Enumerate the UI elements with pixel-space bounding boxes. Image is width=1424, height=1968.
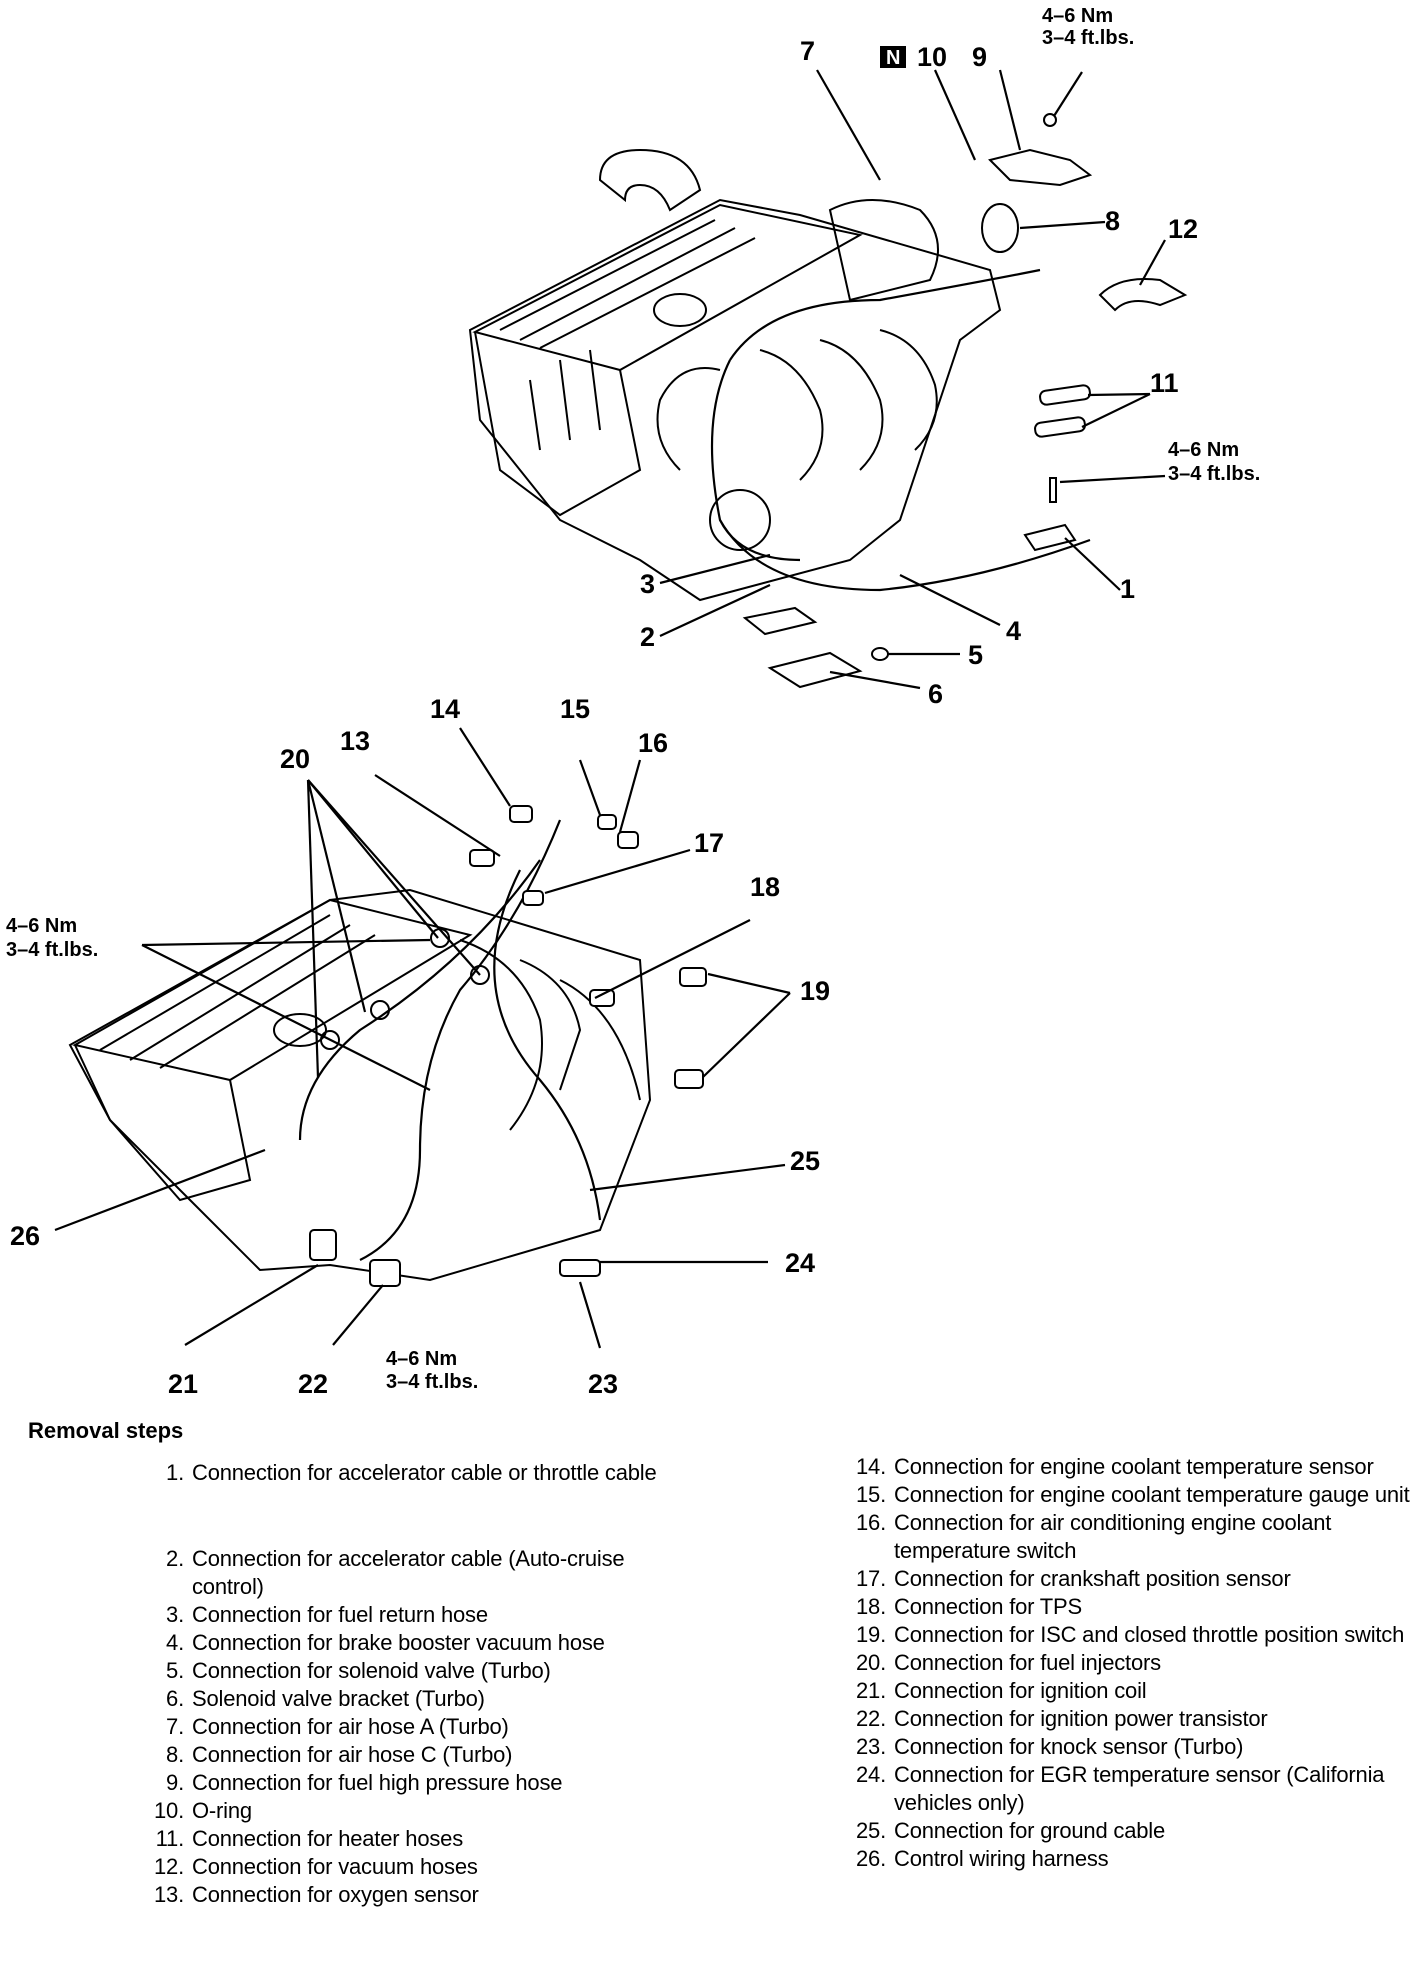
svg-text:3–4 ft.lbs.: 3–4 ft.lbs. [386, 1371, 478, 1393]
callout-24: 24 [785, 1248, 815, 1278]
removal-step: 23.Connection for knock sensor (Turbo) [856, 1734, 1244, 1759]
fuel-high-pressure-hose-part [988, 148, 1093, 187]
svg-text:3–4 ft.lbs.: 3–4 ft.lbs. [1042, 27, 1134, 49]
removal-step: 12.Connection for vacuum hoses [154, 1854, 478, 1879]
removal-step: 25.Connection for ground cable [856, 1818, 1166, 1843]
removal-step: 6.Solenoid valve bracket (Turbo) [166, 1686, 485, 1711]
callout-26: 26 [10, 1221, 40, 1251]
removal-step: 9.Connection for fuel high pressure hose [166, 1770, 563, 1795]
callout-19: 19 [800, 976, 830, 1006]
top-loose-parts [598, 113, 1188, 689]
callout-4: 4 [1006, 616, 1021, 646]
svg-text:4–6 Nm: 4–6 Nm [6, 915, 77, 937]
callout-5: 5 [968, 640, 983, 670]
removal-step: 17.Connection for crankshaft position se… [856, 1566, 1291, 1591]
heater-hose-part-1 [1039, 384, 1091, 406]
removal-step: 14.Connection for engine coolant tempera… [856, 1454, 1374, 1479]
svg-text:3–4 ft.lbs.: 3–4 ft.lbs. [6, 939, 98, 961]
removal-step: 2.Connection for accelerator cable (Auto… [166, 1546, 625, 1599]
top-leader-lines [659, 69, 1166, 690]
svg-text:3–4 ft.lbs.: 3–4 ft.lbs. [1168, 463, 1260, 485]
callout-17: 17 [694, 828, 724, 858]
callout-labels: 1 2 3 4 5 6 7 8 9 10 11 12 13 14 15 16 1… [10, 36, 1198, 1399]
callout-9: 9 [972, 42, 987, 72]
callout-7: 7 [800, 36, 815, 66]
removal-step: 18.Connection for TPS [856, 1594, 1082, 1619]
removal-step: 11.Connection for heater hoses [155, 1826, 464, 1851]
removal-step: 8.Connection for air hose C (Turbo) [166, 1742, 513, 1767]
svg-text:N: N [886, 47, 900, 69]
removal-step: 15.Connection for engine coolant tempera… [856, 1482, 1410, 1507]
torque-spec-top-right: 4–6 Nm 3–4 ft.lbs. [1042, 5, 1134, 49]
torque-spec-bottom: 4–6 Nm 3–4 ft.lbs. [386, 1348, 478, 1393]
removal-step: 20.Connection for fuel injectors [856, 1650, 1161, 1675]
bottom-engine-illustration [68, 805, 707, 1287]
bottom-leader-lines [54, 727, 791, 1349]
removal-step: 7.Connection for air hose A (Turbo) [166, 1714, 509, 1739]
removal-step: 19.Connection for ISC and closed throttl… [856, 1622, 1405, 1647]
svg-text:4–6 Nm: 4–6 Nm [386, 1348, 457, 1370]
removal-steps-list-left: 1.Connection for accelerator cable or th… [140, 1459, 700, 1909]
removal-step: 24.Connection for EGR temperature sensor… [856, 1762, 1385, 1815]
callout-25: 25 [790, 1146, 820, 1176]
callout-18: 18 [750, 872, 780, 902]
solenoid-bracket-part [767, 651, 863, 689]
callout-6: 6 [928, 679, 943, 709]
callout-8: 8 [1105, 206, 1120, 236]
air-hose-a-part [598, 148, 702, 212]
throttle-cable-bracket-part [1023, 523, 1077, 552]
removal-step: 22.Connection for ignition power transis… [856, 1706, 1268, 1731]
removal-steps-title: Removal steps [28, 1418, 184, 1443]
air-hose-c-part [981, 203, 1019, 253]
torque-spec-left: 4–6 Nm 3–4 ft.lbs. [6, 915, 98, 961]
callout-3: 3 [640, 569, 655, 599]
removal-step: 21.Connection for ignition coil [856, 1678, 1147, 1703]
removal-step: 10.O-ring [154, 1798, 252, 1823]
torque-spec-mid-right: 4–6 Nm 3–4 ft.lbs. [1168, 439, 1260, 485]
callout-1: 1 [1120, 574, 1135, 604]
callout-15: 15 [560, 694, 590, 724]
heater-hose-part-2 [1034, 416, 1086, 438]
svg-text:4–6 Nm: 4–6 Nm [1168, 439, 1239, 461]
removal-step: 5.Connection for solenoid valve (Turbo) [166, 1658, 551, 1683]
solenoid-valve-part [742, 606, 818, 636]
callout-16: 16 [638, 728, 668, 758]
callout-23: 23 [588, 1369, 618, 1399]
svg-text:4–6 Nm: 4–6 Nm [1042, 5, 1113, 27]
new-part-badge: N [880, 46, 906, 69]
engine-exploded-diagram: 1 2 3 4 5 6 7 8 9 10 11 12 13 14 15 16 1… [6, 5, 1260, 1399]
removal-step: 16.Connection for air conditioning engin… [856, 1510, 1332, 1563]
callout-21: 21 [168, 1369, 198, 1399]
removal-step: 4.Connection for brake booster vacuum ho… [166, 1630, 605, 1655]
removal-steps-list-right: 14.Connection for engine coolant tempera… [842, 1453, 1417, 1873]
callout-12: 12 [1168, 214, 1198, 244]
bolt-part [1049, 477, 1057, 503]
removal-step: 1.Connection for accelerator cable or th… [166, 1460, 657, 1485]
callout-22: 22 [298, 1369, 328, 1399]
callout-13: 13 [340, 726, 370, 756]
removal-step: 3.Connection for fuel return hose [166, 1602, 488, 1627]
vacuum-hoses-part [1098, 278, 1188, 312]
callout-14: 14 [430, 694, 460, 724]
callout-10: 10 [917, 42, 947, 72]
top-engine-illustration [468, 198, 1091, 602]
callout-2: 2 [640, 622, 655, 652]
callout-20: 20 [280, 744, 310, 774]
removal-step: 26.Control wiring harness [856, 1846, 1109, 1871]
callout-11: 11 [1150, 368, 1179, 398]
removal-step: 13.Connection for oxygen sensor [154, 1882, 479, 1907]
